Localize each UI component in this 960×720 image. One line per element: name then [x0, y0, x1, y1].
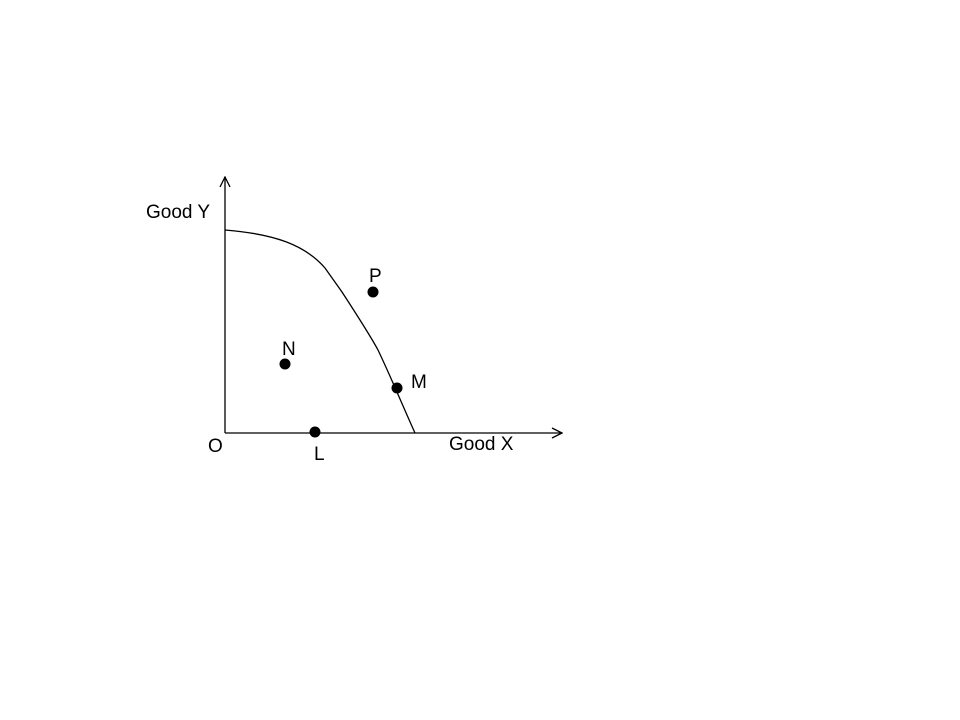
y-axis-label: Good Y	[146, 202, 210, 223]
point-n-label: N	[282, 339, 296, 360]
point-p-label: P	[369, 266, 382, 287]
ppf-curve	[224, 229, 416, 434]
x-axis-label: Good X	[449, 434, 514, 455]
point-l	[309, 426, 321, 438]
origin-label: O	[208, 436, 223, 457]
point-m-label: M	[411, 372, 427, 393]
point-m	[391, 382, 403, 394]
point-p	[367, 286, 379, 298]
point-n	[279, 358, 291, 370]
point-l-label: L	[314, 444, 325, 465]
